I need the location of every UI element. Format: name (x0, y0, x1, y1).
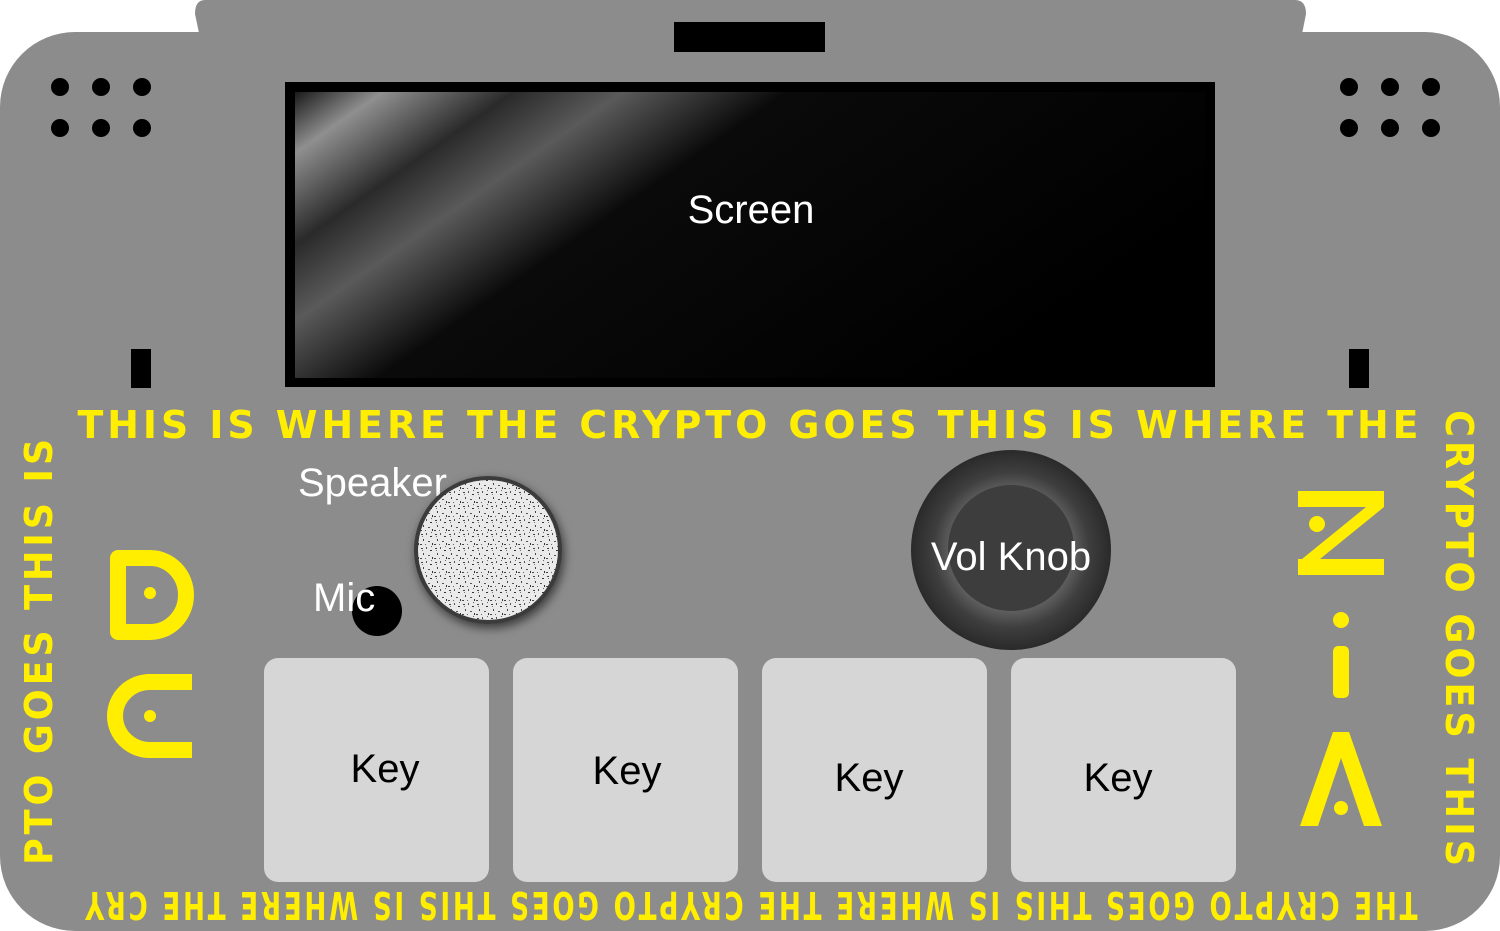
screen-glass (295, 92, 1205, 378)
top-slot (674, 22, 825, 52)
logo-zia (1298, 491, 1384, 826)
key-2[interactable]: Key (513, 658, 738, 882)
volume-knob[interactable]: Vol Knob (911, 450, 1111, 650)
volume-knob-label: Vol Knob (931, 535, 1091, 579)
slot-left (131, 349, 151, 388)
speaker-label: Speaker (298, 461, 447, 505)
key-3[interactable]: Key (762, 658, 987, 882)
logo-dc (107, 550, 194, 758)
key-4[interactable]: Key (1011, 658, 1236, 882)
crypto-text-left: PTO GOES THIS IS (17, 435, 61, 865)
key-1[interactable]: Key (264, 658, 489, 882)
speaker-mesh (418, 480, 558, 620)
speaker-grill-right (1340, 78, 1440, 137)
key-label: Key (593, 749, 662, 793)
volume-knob-cap (948, 485, 1074, 611)
crypto-text-top: THIS IS WHERE THE CRYPTO GOES THIS IS WH… (78, 403, 1423, 447)
key-label: Key (351, 747, 420, 791)
mic-label: Mic (313, 576, 375, 620)
mic (352, 586, 402, 636)
slot-right (1349, 349, 1369, 388)
key-label: Key (1084, 756, 1153, 800)
key-label: Key (835, 756, 904, 800)
crypto-text-bottom: THE CRYPTO GOES THIS IS WHERE THE CRYPTO… (83, 883, 1418, 927)
speaker-grill-left (51, 78, 151, 137)
screen-label: Screen (688, 188, 815, 232)
crypto-text-right: CRYPTO GOES THIS (1437, 410, 1481, 870)
